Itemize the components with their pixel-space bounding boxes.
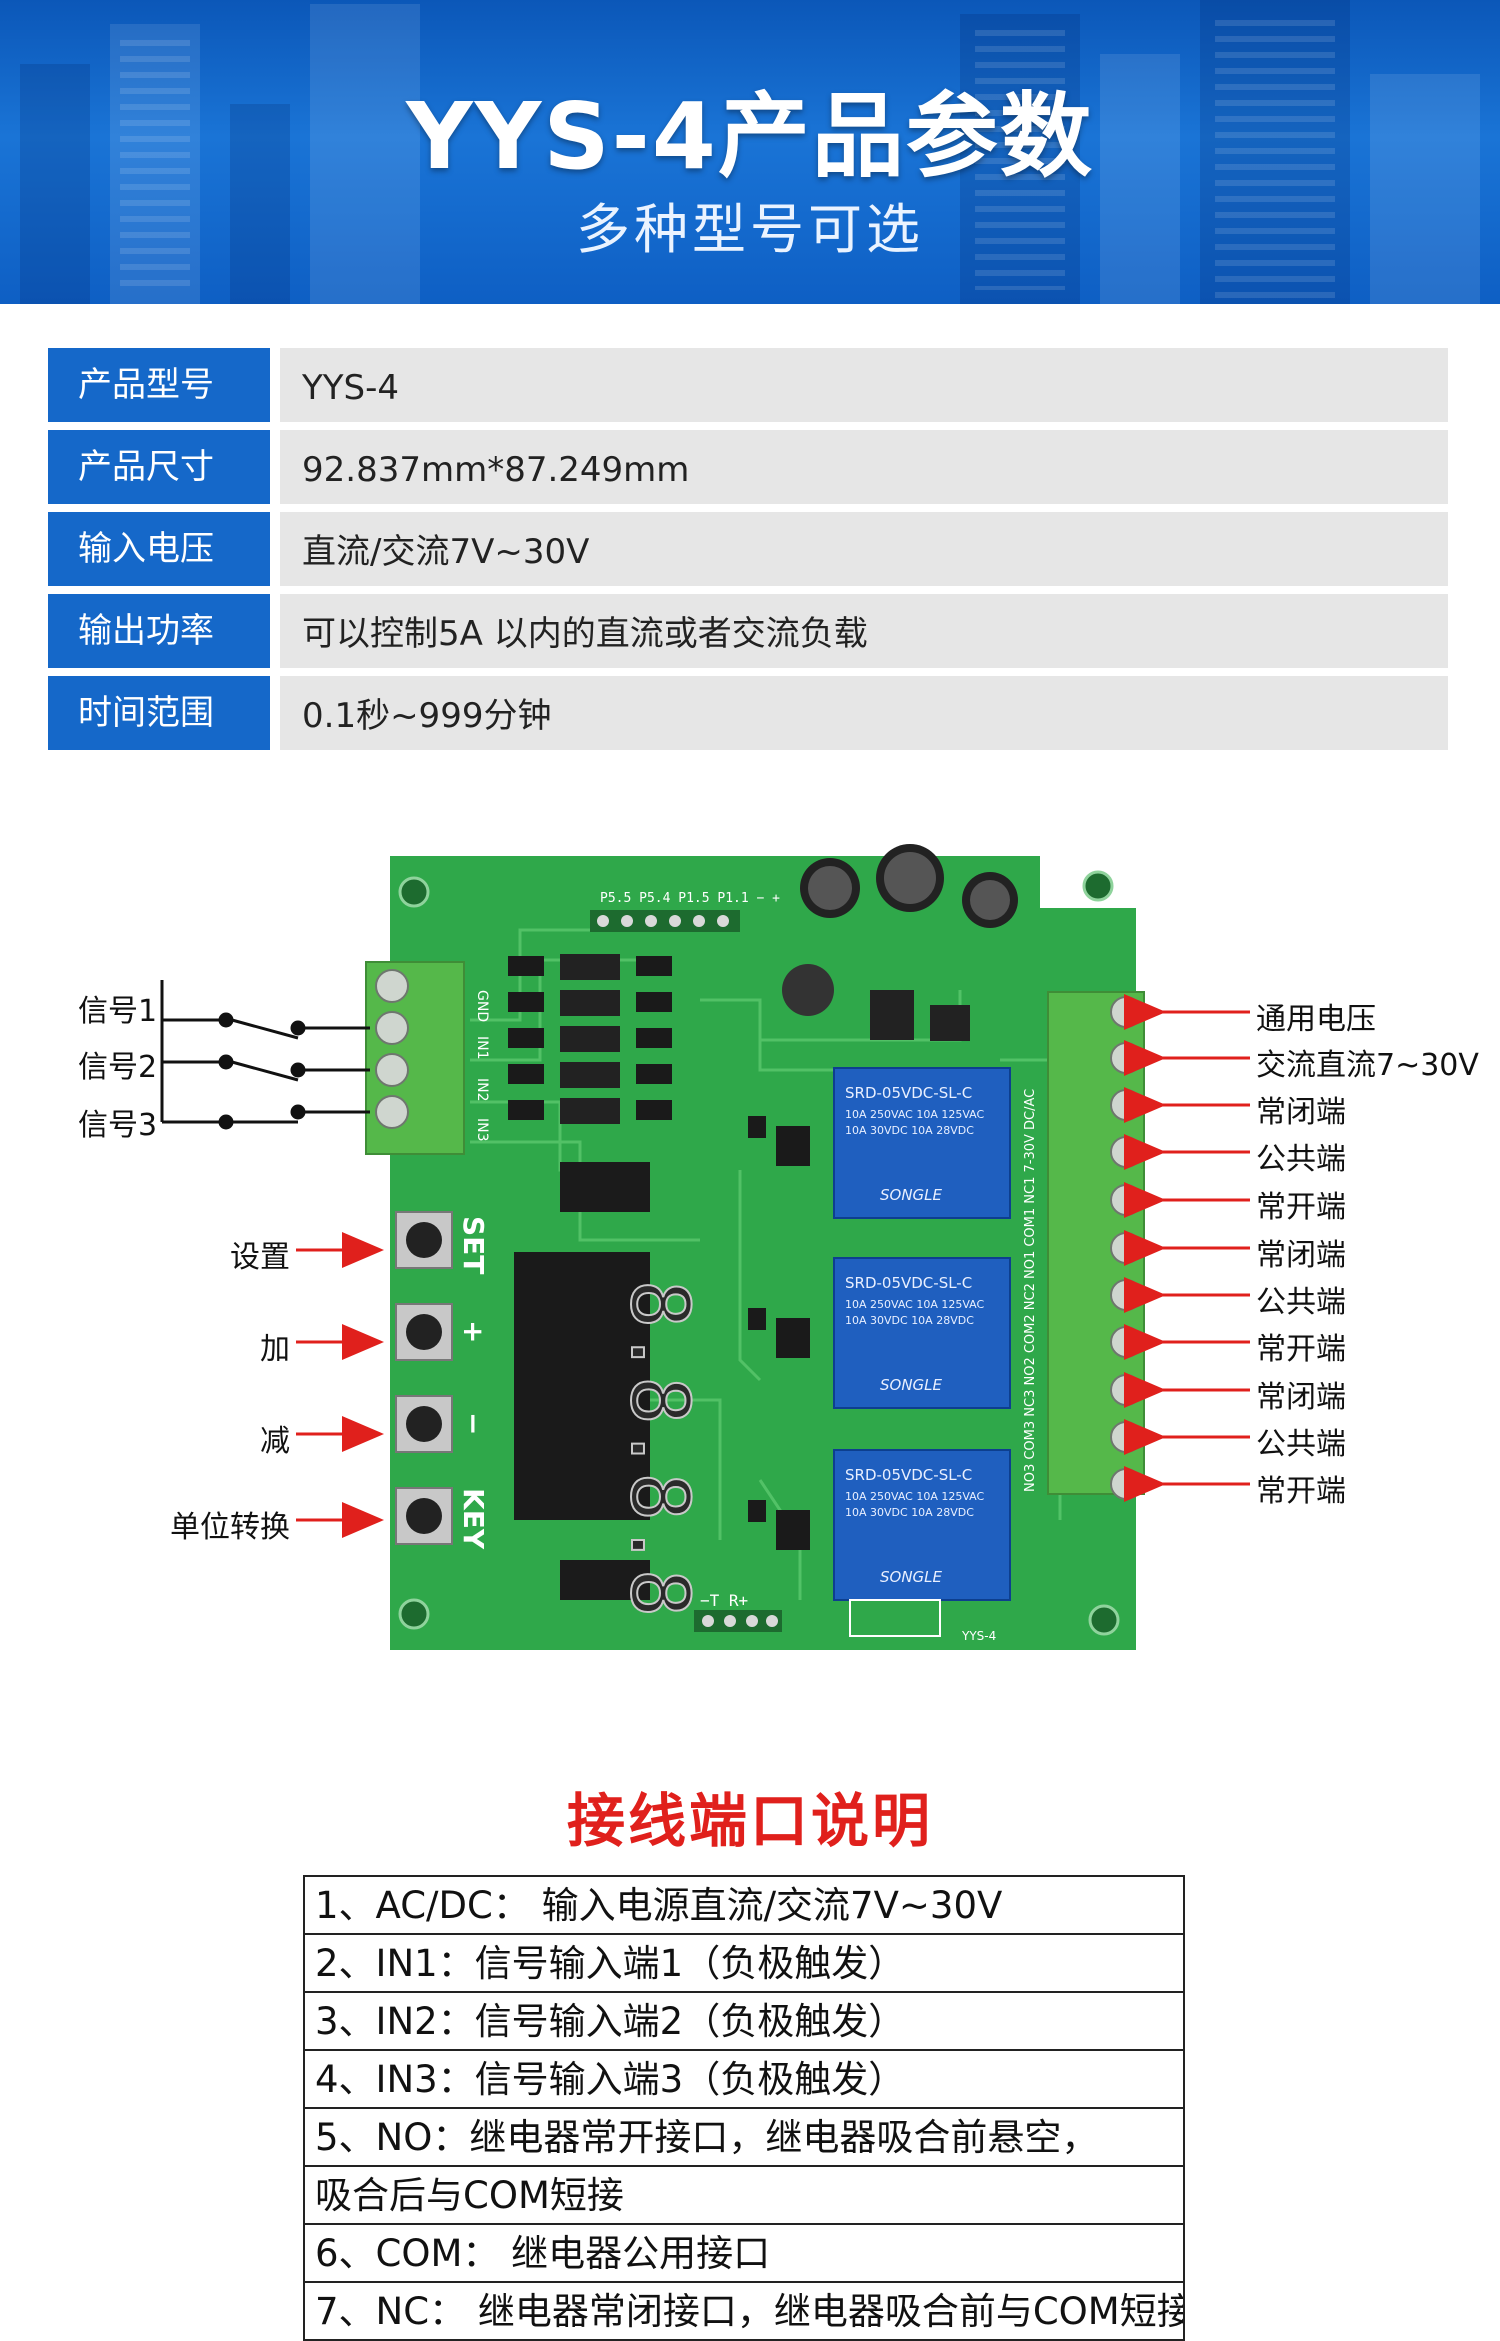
board-model-silk: YYS-4 xyxy=(961,1629,996,1643)
seven-seg-display xyxy=(514,1252,650,1520)
terminal-label: 常闭端 xyxy=(1256,1380,1346,1415)
param-value: 直流/交流7V~30V xyxy=(280,512,1448,586)
button-label-minus: 减 xyxy=(260,1424,290,1459)
wiring-table: 1、AC/DC： 输入电源直流/交流7V~30V 2、IN1：信号输入端1（负极… xyxy=(303,1875,1185,2341)
mark-minus: − xyxy=(457,1412,490,1435)
relay-terminal-labels: NO3 COM3 NC3 NO2 COM2 NC2 NO1 COM1 NC1 7… xyxy=(1023,1089,1038,1492)
relay1-model: SRD-05VDC-SL-C xyxy=(845,1084,972,1102)
terminal-label: 通用电压 xyxy=(1256,1002,1376,1037)
push-buttons xyxy=(395,1211,453,1545)
signal-label-1: 信号1 xyxy=(78,994,158,1029)
header-banner: YYS-4产品参数 多种型号可选 xyxy=(0,0,1500,304)
relay2-brand: SONGLE xyxy=(880,1376,943,1394)
relay1-brand: SONGLE xyxy=(880,1186,943,1204)
param-label: 时间范围 xyxy=(48,676,270,750)
param-row: 产品型号 YYS-4 xyxy=(48,348,1448,422)
terminal-label: 公共端 xyxy=(1256,1142,1346,1177)
param-value: 0.1秒~999分钟 xyxy=(280,676,1448,750)
page-title: YYS-4产品参数 xyxy=(406,83,1094,190)
mark-plus: + xyxy=(457,1320,490,1343)
param-value: YYS-4 xyxy=(280,348,1448,422)
params-table: 产品型号 YYS-4 产品尺寸 92.837mm*87.249mm 输入电压 直… xyxy=(48,348,1448,758)
relay2-rating-dc: 10A 30VDC 10A 28VDC xyxy=(845,1314,974,1327)
wiring-row: 3、IN2：信号输入端2（负极触发） xyxy=(305,1993,1183,2051)
board-diagram: P5.5 P5.4 P1.5 P1.1 − + xyxy=(0,840,1500,1660)
wiring-row: 吸合后与COM短接 xyxy=(305,2167,1183,2225)
relays xyxy=(833,1067,1011,1601)
page-subtitle: 多种型号可选 xyxy=(576,198,924,261)
wiring-row: 6、COM： 继电器公用接口 xyxy=(305,2225,1183,2283)
bottom-pins-label: −T R+ xyxy=(700,1591,748,1610)
wiring-row: 7、NC： 继电器常闭接口，继电器吸合前与COM短接 xyxy=(305,2283,1183,2341)
wiring-title: 接线端口说明 xyxy=(566,1787,933,1855)
param-value: 92.837mm*87.249mm xyxy=(280,430,1448,504)
pin-gnd: GND xyxy=(474,990,490,1022)
terminal-label: 常开端 xyxy=(1256,1332,1346,1367)
signal-label-2: 信号2 xyxy=(78,1050,158,1085)
header-pins-label: P5.5 P5.4 P1.5 P1.1 − + xyxy=(600,891,780,906)
board-illustration: P5.5 P5.4 P1.5 P1.1 − + xyxy=(160,844,1250,1650)
mark-key: KEY xyxy=(457,1488,490,1550)
button-label-set: 设置 xyxy=(230,1240,290,1275)
relay3-rating-dc: 10A 30VDC 10A 28VDC xyxy=(845,1506,974,1519)
param-label: 输入电压 xyxy=(48,512,270,586)
param-row: 输出功率 可以控制5A 以内的直流或者交流负载 xyxy=(48,594,1448,668)
param-label: 产品尺寸 xyxy=(48,430,270,504)
terminal-label: 常开端 xyxy=(1256,1474,1346,1509)
display-digits: 8.8.8.8 xyxy=(613,1280,706,1617)
mark-set: SET xyxy=(457,1216,490,1274)
mcu-chip xyxy=(560,1162,650,1212)
terminal-label: 交流直流7~30V xyxy=(1256,1048,1479,1083)
pin-in2: IN2 xyxy=(474,1078,490,1102)
terminal-label: 常开端 xyxy=(1256,1190,1346,1225)
param-label: 产品型号 xyxy=(48,348,270,422)
relay1-rating-dc: 10A 30VDC 10A 28VDC xyxy=(845,1124,974,1137)
param-row: 输入电压 直流/交流7V~30V xyxy=(48,512,1448,586)
terminal-label: 常闭端 xyxy=(1256,1238,1346,1273)
wiring-row: 1、AC/DC： 输入电源直流/交流7V~30V xyxy=(305,1877,1183,1935)
pin-in1: IN1 xyxy=(474,1036,490,1060)
button-label-unit: 单位转换 xyxy=(170,1510,290,1545)
terminal-label: 常闭端 xyxy=(1256,1095,1346,1130)
relay2-model: SRD-05VDC-SL-C xyxy=(845,1274,972,1292)
relay3-brand: SONGLE xyxy=(880,1568,943,1586)
wiring-row: 4、IN3：信号输入端3（负极触发） xyxy=(305,2051,1183,2109)
terminal-label: 公共端 xyxy=(1256,1427,1346,1462)
param-value: 可以控制5A 以内的直流或者交流负载 xyxy=(280,594,1448,668)
capacitors xyxy=(782,844,1018,1016)
pin-in3: IN3 xyxy=(474,1118,490,1142)
relay3-model: SRD-05VDC-SL-C xyxy=(845,1466,972,1484)
param-label: 输出功率 xyxy=(48,594,270,668)
relay2-rating-ac: 10A 250VAC 10A 125VAC xyxy=(845,1298,985,1311)
param-row: 产品尺寸 92.837mm*87.249mm xyxy=(48,430,1448,504)
relay3-rating-ac: 10A 250VAC 10A 125VAC xyxy=(845,1490,985,1503)
terminal-label: 公共端 xyxy=(1256,1285,1346,1320)
relay1-rating-ac: 10A 250VAC 10A 125VAC xyxy=(845,1108,985,1121)
wiring-row: 2、IN1：信号输入端1（负极触发） xyxy=(305,1935,1183,1993)
param-row: 时间范围 0.1秒~999分钟 xyxy=(48,676,1448,750)
wiring-row: 5、NO：继电器常开接口，继电器吸合前悬空， xyxy=(305,2109,1183,2167)
button-label-plus: 加 xyxy=(260,1332,290,1367)
signal-label-3: 信号3 xyxy=(78,1108,158,1143)
